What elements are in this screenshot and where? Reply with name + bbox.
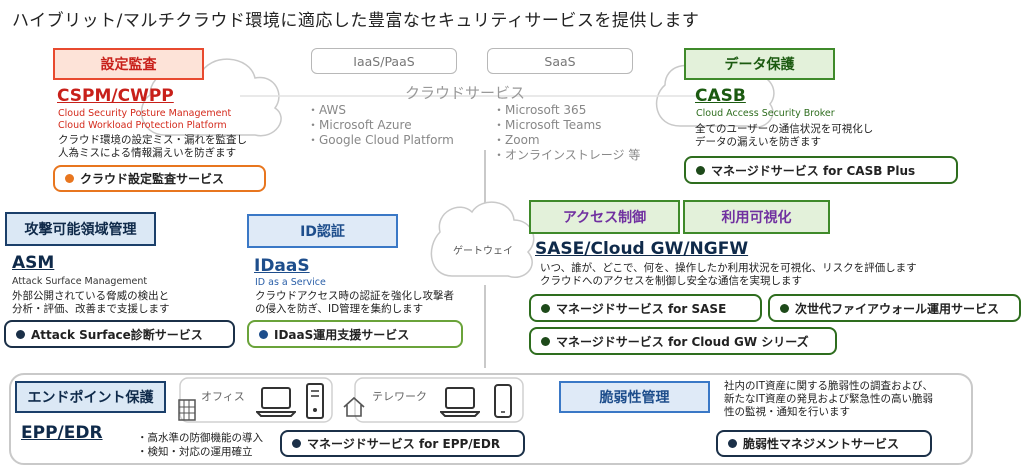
settings-audit-desc-2: 人為ミスによる情報漏えいを防ぎます bbox=[58, 147, 237, 159]
sase-title: SASE/Cloud GW/NGFW bbox=[535, 239, 749, 259]
casb-desc-2: データの漏えいを防ぎます bbox=[695, 136, 821, 148]
offering-label: IDaaS運用支援サービス bbox=[274, 327, 410, 342]
bullet-icon bbox=[541, 336, 550, 346]
iaas-item: ・AWS bbox=[307, 103, 347, 117]
settings-audit-desc-1: クラウド環境の設定ミス・漏れを監査し bbox=[58, 134, 247, 146]
iaas-paas-label: IaaS/PaaS bbox=[353, 53, 415, 69]
offering-label: 次世代ファイアウォール運用サービス bbox=[795, 301, 1000, 316]
endpoint-category: エンドポイント保護 bbox=[15, 381, 166, 413]
access-control-category: アクセス制御 bbox=[529, 200, 680, 234]
gateway-label: ゲートウェイ bbox=[453, 246, 513, 257]
endpoint-category-label: エンドポイント保護 bbox=[27, 390, 154, 406]
attack-surface-diagnosis-service[interactable]: Attack Surface診断サービス bbox=[4, 320, 235, 348]
endpoint-container bbox=[9, 373, 973, 465]
casb-title: CASB bbox=[695, 86, 746, 106]
desktop-tower-icon bbox=[304, 382, 326, 424]
laptop-icon bbox=[438, 384, 482, 422]
offering-label: クラウド設定監査サービス bbox=[80, 172, 225, 186]
id-auth-category-label: ID認証 bbox=[300, 224, 345, 240]
bullet-icon bbox=[292, 439, 301, 448]
iaas-item: ・Microsoft Azure bbox=[307, 118, 412, 132]
vulnerability-category-label: 脆弱性管理 bbox=[599, 390, 670, 406]
cloud-gateway-icon bbox=[430, 201, 535, 279]
iaas-item: ・Google Cloud Platform bbox=[307, 133, 454, 147]
vulnerability-desc-2: 新たなIT資産の発見および緊急性の高い脆弱 bbox=[724, 393, 934, 405]
settings-audit-category-label: 設定監査 bbox=[100, 57, 157, 73]
access-control-category-label: アクセス制御 bbox=[562, 210, 647, 226]
saas-label: SaaS bbox=[544, 53, 576, 69]
idaas-desc-1: クラウドアクセス時の認証を強化し攻撃者 bbox=[255, 290, 454, 302]
bullet-icon bbox=[16, 329, 25, 339]
home-icon bbox=[342, 396, 366, 422]
cspm-subtitle: Cloud Security Posture Management bbox=[58, 108, 232, 119]
page-title: ハイブリット/マルチクラウド環境に適応した豊富なセキュリティサービスを提供します bbox=[12, 11, 700, 31]
sase-desc-2: クラウドへのアクセスを制御し安全な通信を実現します bbox=[540, 275, 802, 287]
endpoint-desc-2: ・検知・対応の運用確立 bbox=[137, 446, 253, 458]
telework-label: テレワーク bbox=[372, 390, 427, 403]
laptop-icon bbox=[254, 384, 298, 422]
cwpp-subtitle: Cloud Workload Protection Platform bbox=[58, 120, 227, 131]
offering-label: 脆弱性マネジメントサービス bbox=[743, 437, 900, 451]
saas-item: ・Microsoft 365 bbox=[493, 103, 587, 117]
settings-audit-category: 設定監査 bbox=[53, 48, 204, 80]
offering-label: マネージドサービス for SASE bbox=[556, 301, 727, 316]
saas-item: ・Zoom bbox=[493, 133, 540, 147]
bullet-icon bbox=[728, 439, 737, 448]
cloud-gw-managed-service[interactable]: マネージドサービス for Cloud GW シリーズ bbox=[529, 327, 837, 355]
asm-subtitle: Attack Surface Management bbox=[12, 276, 148, 287]
office-label: オフィス bbox=[201, 390, 245, 403]
data-protection-category: データ保護 bbox=[684, 48, 835, 80]
sase-managed-service[interactable]: マネージドサービス for SASE bbox=[529, 294, 762, 322]
vulnerability-desc-1: 社内のIT資産に関する脆弱性の調査および、 bbox=[724, 380, 934, 392]
saas-box: SaaS bbox=[487, 48, 633, 74]
bullet-icon bbox=[696, 165, 705, 175]
idaas-subtitle: ID as a Service bbox=[255, 277, 326, 288]
endpoint-desc-1: ・高水準の防御機能の導入 bbox=[137, 432, 263, 444]
asm-desc-1: 外部公開されている脅威の検出と bbox=[12, 290, 170, 302]
idaas-desc-2: の侵入を防ぎ、ID管理を集約します bbox=[255, 303, 424, 315]
saas-item: ・Microsoft Teams bbox=[493, 118, 602, 132]
iaas-paas-box: IaaS/PaaS bbox=[311, 48, 457, 74]
saas-list: ・Microsoft 365 ・Microsoft Teams ・Zoom ・オ… bbox=[493, 103, 640, 163]
bullet-icon bbox=[541, 303, 550, 313]
usage-visibility-category: 利用可視化 bbox=[683, 200, 830, 234]
idaas-title: IDaaS bbox=[254, 256, 310, 276]
id-auth-category: ID認証 bbox=[247, 214, 398, 248]
smartphone-icon bbox=[492, 383, 514, 423]
bullet-icon bbox=[65, 174, 74, 183]
casb-managed-service[interactable]: マネージドサービス for CASB Plus bbox=[684, 156, 958, 184]
casb-desc-1: 全てのユーザーの通信状況を可視化し bbox=[695, 123, 874, 135]
cloud-config-audit-service[interactable]: クラウド設定監査サービス bbox=[53, 165, 266, 192]
cspm-cwpp-title: CSPM/CWPP bbox=[57, 86, 174, 106]
offering-label: マネージドサービス for CASB Plus bbox=[711, 163, 916, 178]
epp-edr-managed-service[interactable]: マネージドサービス for EPP/EDR bbox=[280, 430, 525, 457]
cloud-services-label: クラウドサービス bbox=[405, 84, 526, 102]
telework-box bbox=[354, 377, 524, 423]
offering-label: マネージドサービス for EPP/EDR bbox=[307, 437, 501, 451]
offering-label: Attack Surface診断サービス bbox=[31, 327, 203, 342]
vulnerability-management-service[interactable]: 脆弱性マネジメントサービス bbox=[716, 430, 932, 457]
idaas-support-service[interactable]: IDaaS運用支援サービス bbox=[247, 320, 463, 348]
asm-title: ASM bbox=[12, 253, 55, 273]
vulnerability-desc-3: 性の監視・通知を行います bbox=[724, 406, 850, 418]
attack-surface-category-label: 攻撃可能領域管理 bbox=[24, 222, 137, 238]
ngfw-operation-service[interactable]: 次世代ファイアウォール運用サービス bbox=[768, 294, 1021, 322]
iaas-list: ・AWS ・Microsoft Azure ・Google Cloud Plat… bbox=[307, 103, 454, 148]
asm-desc-2: 分析・評価、改善まで支援します bbox=[12, 303, 170, 315]
offering-label: マネージドサービス for Cloud GW シリーズ bbox=[556, 334, 809, 349]
saas-item: ・オンラインストレージ 等 bbox=[493, 148, 641, 162]
sase-desc-1: いつ、誰が、どこで、何を、操作したか利用状況を可視化、リスクを評価します bbox=[540, 262, 917, 274]
epp-edr-title: EPP/EDR bbox=[21, 423, 103, 443]
casb-subtitle: Cloud Access Security Broker bbox=[696, 108, 835, 119]
data-protection-category-label: データ保護 bbox=[724, 57, 795, 73]
vulnerability-category: 脆弱性管理 bbox=[559, 381, 710, 413]
attack-surface-category: 攻撃可能領域管理 bbox=[5, 212, 156, 246]
building-icon bbox=[176, 397, 198, 425]
usage-visibility-category-label: 利用可視化 bbox=[721, 210, 792, 226]
bullet-icon bbox=[780, 303, 789, 313]
bullet-icon bbox=[259, 329, 268, 339]
